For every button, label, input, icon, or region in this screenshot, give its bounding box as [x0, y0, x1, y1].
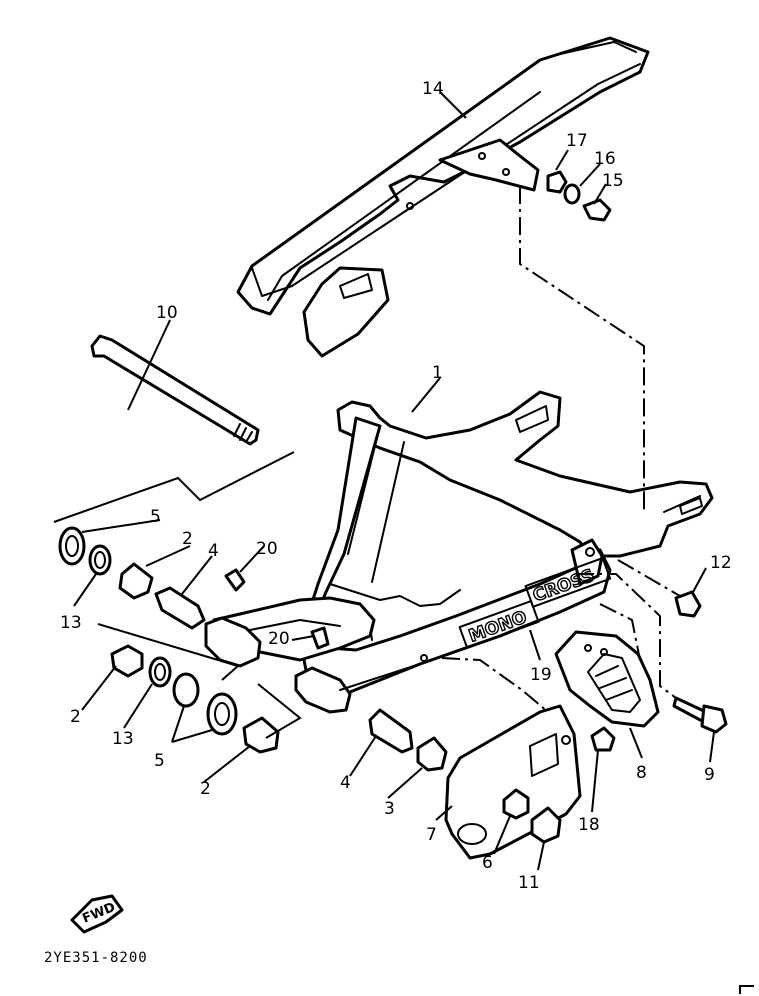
- leader-lines: [53, 91, 715, 871]
- assembly-lines: [441, 186, 681, 713]
- callout-14: 14: [422, 79, 444, 99]
- callout-4-left: 4: [208, 541, 219, 561]
- callout-2-upper: 2: [182, 529, 193, 549]
- callout-18: 18: [578, 815, 600, 835]
- bolt-9-part: [672, 696, 728, 734]
- callout-3: 3: [384, 799, 395, 819]
- corner-mark: [739, 985, 754, 994]
- bolt-18-part: [590, 726, 616, 752]
- callout-4-right: 4: [340, 773, 351, 793]
- callout-2-lower-right: 2: [200, 779, 211, 799]
- callout-17: 17: [566, 131, 588, 151]
- callout-1: 1: [432, 363, 443, 383]
- callout-9: 9: [704, 765, 715, 785]
- callout-labels: 1 2 2 2 3 4 4 5 5 6 7 8 9 10 11 12 13 13…: [60, 79, 732, 893]
- pivot-shaft-part: [90, 334, 260, 446]
- chain-case-part: [236, 36, 650, 358]
- callout-13-lower: 13: [112, 729, 134, 749]
- chain-guide-part: [554, 630, 660, 728]
- adjuster-nuts-group: [502, 788, 562, 844]
- callout-2-lower-left: 2: [70, 707, 81, 727]
- callout-5-upper: 5: [150, 507, 161, 527]
- chain-case-fasteners-group: [546, 170, 612, 222]
- callout-20-lower: 20: [268, 629, 290, 649]
- callout-13-upper: 13: [60, 613, 82, 633]
- chain-adjuster-plate-part: [444, 704, 582, 860]
- swing-arm-part: [204, 390, 714, 714]
- callout-8: 8: [636, 763, 647, 783]
- callout-11: 11: [518, 873, 540, 893]
- figure-code: 2YE351-8200: [44, 950, 148, 966]
- callout-5-lower: 5: [154, 751, 165, 771]
- pivot-hardware-group: [58, 526, 280, 754]
- callout-16: 16: [594, 149, 616, 169]
- callout-6: 6: [482, 853, 493, 873]
- rear-bush-group: [368, 708, 448, 772]
- callout-15: 15: [602, 171, 624, 191]
- grease-fittings-group: [224, 568, 330, 650]
- callout-20-upper: 20: [256, 539, 278, 559]
- callout-10: 10: [156, 303, 178, 323]
- callout-19: 19: [530, 665, 552, 685]
- callout-7: 7: [426, 825, 437, 845]
- forward-direction-arrow: FWD: [70, 894, 124, 934]
- callout-12: 12: [710, 553, 732, 573]
- cap-12-part: [674, 590, 702, 618]
